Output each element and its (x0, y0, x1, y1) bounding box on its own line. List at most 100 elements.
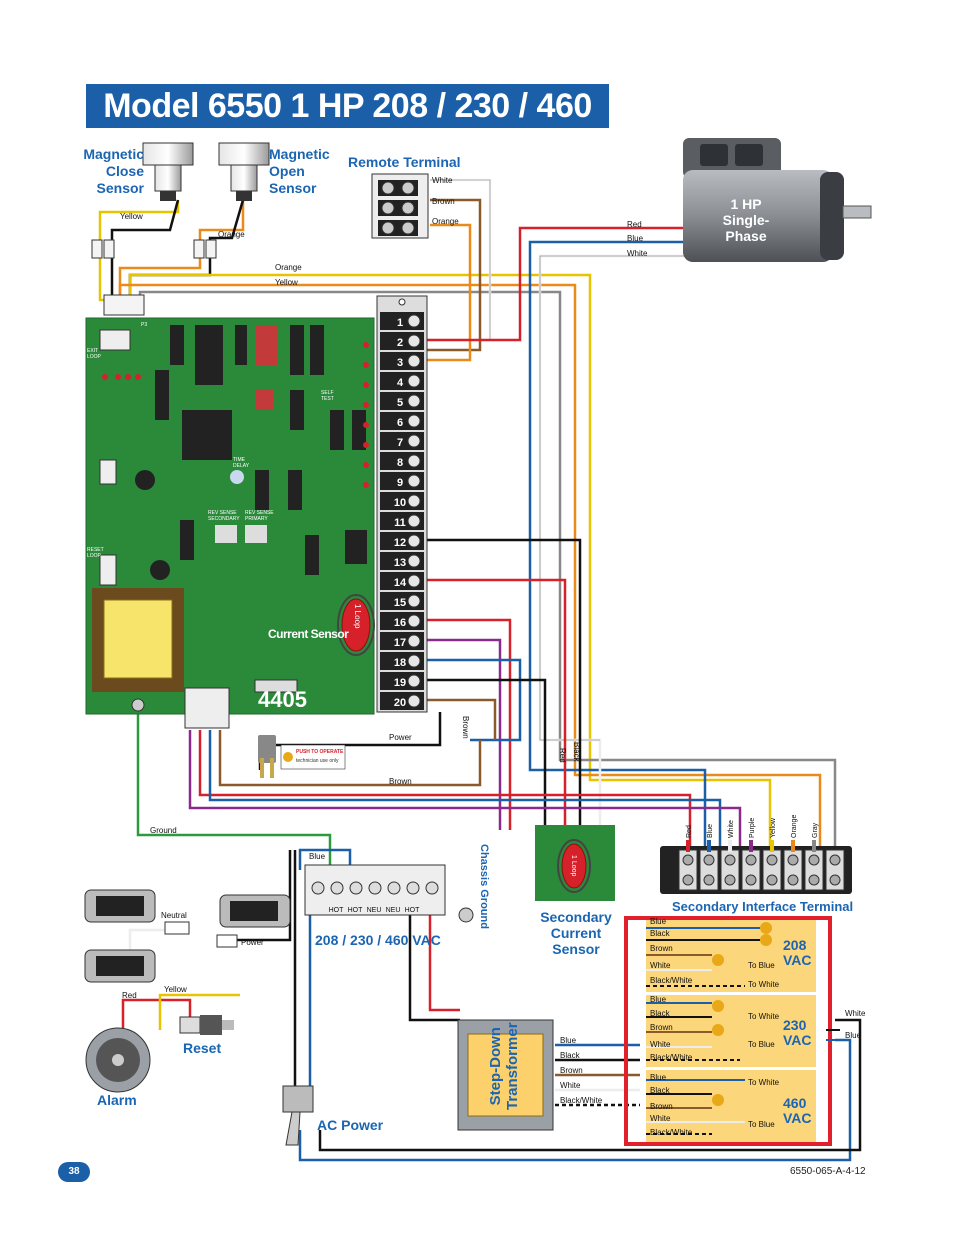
xf-label-blue: Blue (560, 1036, 577, 1045)
wire-ground (136, 710, 332, 870)
wire-blue-motor (528, 240, 707, 850)
sensor-pads (84, 889, 291, 983)
label-blue-right: Blue (845, 1031, 862, 1040)
chassis-ground-label: Chassis Ground (478, 844, 490, 929)
label-blue-power: Blue (309, 852, 326, 861)
power-terminal-screw (425, 881, 439, 895)
interface-screw (724, 854, 736, 866)
board-rev-sense-primary: REV SENSE PRIMARY (245, 510, 274, 522)
power-terminal-screw (311, 881, 325, 895)
terminal-number: 18 (394, 657, 406, 669)
terminal-number: 15 (394, 597, 406, 609)
terminal-4: 4 (380, 372, 424, 390)
time-delay-line1: TIME (233, 457, 245, 463)
terminal-15: 15 (380, 592, 424, 610)
wire-orange-remote (425, 223, 472, 362)
label-brown-vertical: Brown (461, 716, 470, 739)
label-black-vertical: Black (572, 742, 581, 762)
terminal-7: 7 (380, 432, 424, 450)
label-orange-remote: Orange (432, 217, 459, 226)
rev-sense-secondary-line1: REV SENSE (208, 510, 237, 516)
time-delay-line2: DELAY (233, 463, 250, 469)
terminal-screw (407, 594, 421, 608)
terminal-number: 10 (394, 497, 406, 509)
sensor-connector (103, 294, 145, 316)
interface-screw (808, 854, 820, 866)
exit-loop-line2: LOOP (87, 354, 101, 360)
wire-red-xfmr (428, 870, 460, 1012)
interface-screw (682, 874, 694, 886)
panel-wire-label: To White (748, 1078, 780, 1087)
motor-line1: 1 HP (730, 196, 762, 212)
terminal-screw (407, 454, 421, 468)
terminal-screw (407, 674, 421, 688)
document-code: 6550-065-A-4-12 (790, 1166, 866, 1177)
rev-sense-secondary-line2: SECONDARY (208, 516, 240, 522)
panel-wire-label: Black/White (650, 1128, 693, 1137)
wire-red-16 (425, 618, 512, 830)
wire-white-motor-edge (539, 255, 690, 741)
terminal-number: 19 (394, 677, 406, 689)
board-reset-loop: RESET LOOP (87, 547, 104, 559)
wire-purple-17 (425, 638, 502, 830)
scs-line1: Secondary (540, 909, 612, 925)
terminal-screw (407, 554, 421, 568)
v230-line2: VAC (783, 1032, 812, 1048)
wire-orange-long (118, 283, 822, 850)
reset-switch (179, 1015, 234, 1035)
ac-power-switch (282, 1085, 314, 1146)
open-sensor-line2: Open (269, 163, 305, 179)
wire-brown-remote (425, 198, 482, 352)
panel-wire-label: Brown (650, 1102, 673, 1111)
interface-screw (766, 854, 778, 866)
wire-black-close (110, 199, 180, 300)
step-down-transformer-label: Step-Down Transformer (487, 1022, 521, 1110)
close-sensor-label: Magnetic Close Sensor (82, 146, 144, 197)
wire-yellow-long (128, 273, 772, 850)
interface-wire-label: Red (686, 825, 693, 838)
interface-wire-stub (686, 840, 690, 852)
wire-blue-power (298, 848, 352, 870)
motor-line2: Single-Phase (722, 212, 770, 244)
terminal-screw (407, 374, 421, 388)
v460-line1: 460 (783, 1095, 807, 1111)
terminal-number: 16 (394, 617, 406, 629)
terminal-screw (407, 514, 421, 528)
xf-label-bw: Black/White (560, 1096, 603, 1105)
terminal-number: 4 (397, 377, 404, 389)
label-red-motor: Red (627, 220, 642, 229)
label-orange-long: Orange (275, 263, 302, 272)
terminal-screw (407, 354, 421, 368)
terminal-13: 13 (380, 552, 424, 570)
terminal-screw (407, 314, 421, 328)
label-yellow-alarm: Yellow (164, 985, 187, 994)
interface-screw (829, 854, 841, 866)
panel-wire-label: To Blue (748, 1120, 775, 1129)
label-power-reset: Power (241, 938, 264, 947)
motor-label: 1 HP Single-Phase (706, 196, 786, 244)
wire-black-ac (318, 1018, 862, 1152)
panel-wire-label: Black (650, 929, 670, 938)
terminal-5: 5 (380, 392, 424, 410)
terminal-screw (407, 574, 421, 588)
page-number: 38 (58, 1162, 90, 1182)
terminal-16: 16 (380, 612, 424, 630)
terminal-9: 9 (380, 472, 424, 490)
interface-screw (787, 854, 799, 866)
interface-wire-stub (749, 840, 753, 852)
xf-label-white: White (560, 1081, 581, 1090)
one-loop-secondary-label: 1 Loop (570, 855, 577, 877)
reset-loop-line1: RESET (87, 547, 104, 553)
exit-loop-line1: EXIT (87, 348, 99, 354)
page-title: Model 6550 1 HP 208 / 230 / 460 VAC (86, 84, 609, 169)
terminal-number: 14 (394, 577, 407, 589)
one-loop-label: 1 Loop (353, 604, 362, 629)
interface-wire-label: Blue (707, 824, 714, 838)
terminal-12: 12 (380, 532, 424, 550)
terminal-number: 3 (397, 357, 403, 369)
panel-wire-label: White (650, 1114, 671, 1123)
terminal-number: 11 (394, 517, 406, 529)
xf-label-brown: Brown (560, 1066, 583, 1075)
motor (683, 138, 872, 262)
label-neutral: Neutral (161, 911, 187, 920)
